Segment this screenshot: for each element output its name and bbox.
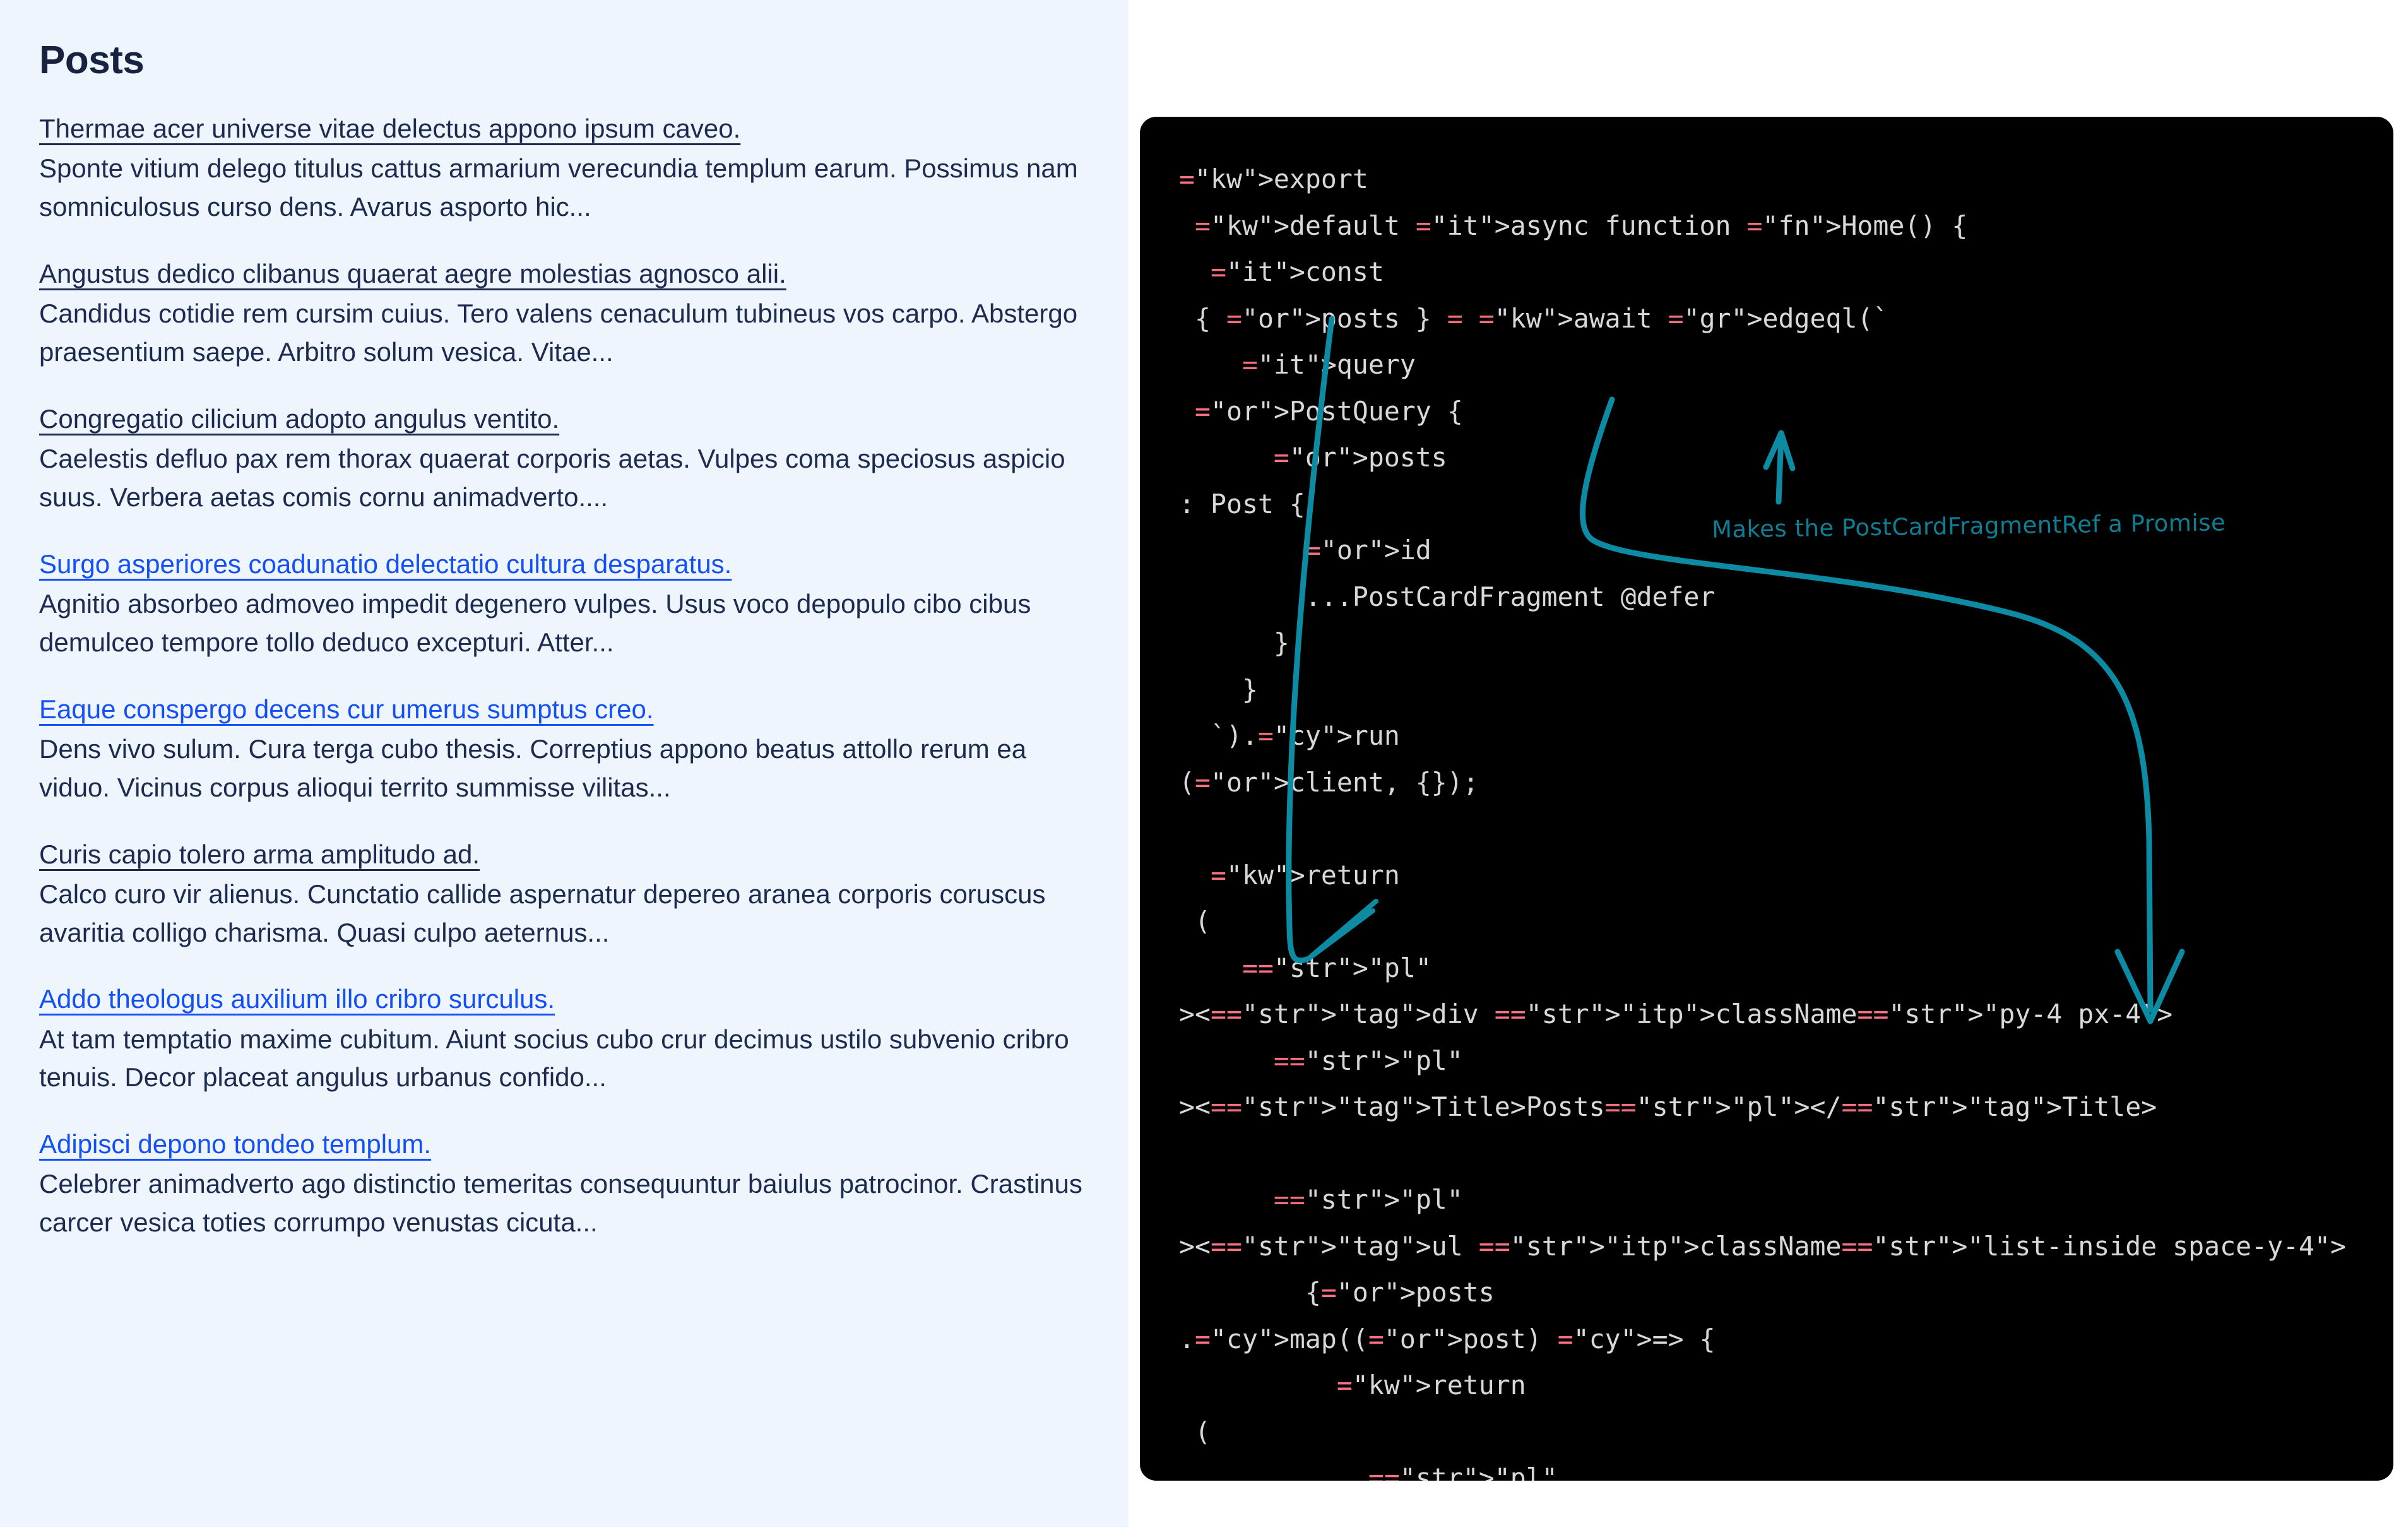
post-excerpt: Dens vivo sulum. Cura terga cubo thesis.… [39, 733, 1027, 802]
code-block: ="kw">export ="kw">default ="it">async f… [1179, 163, 2347, 1481]
list-item: Adipisci depono tondeo templum. Celebrer… [39, 1130, 1087, 1242]
list-item: Surgo asperiores coadunatio delectatio c… [39, 550, 1087, 662]
post-title-link[interactable]: Adipisci depono tondeo templum. [39, 1129, 432, 1159]
post-title-link[interactable]: Angustus dedico clibanus quaerat aegre m… [39, 259, 786, 289]
post-title-link[interactable]: Thermae acer universe vitae delectus app… [39, 114, 741, 144]
list-item: Curis capio tolero arma amplitudo ad. Ca… [39, 839, 1087, 952]
post-excerpt: Agnitio absorbeo admoveo impedit degener… [39, 588, 1031, 657]
post-excerpt: At tam temptatio maxime cubitum. Aiunt s… [39, 1024, 1069, 1093]
list-item: Thermae acer universe vitae delectus app… [39, 115, 1087, 227]
post-title-link[interactable]: Curis capio tolero arma amplitudo ad. [39, 839, 480, 869]
post-excerpt: Caelestis defluo pax rem thorax quaerat … [39, 444, 1065, 512]
post-excerpt: Sponte vitium delego titulus cattus arma… [39, 153, 1078, 222]
posts-panel: Posts Thermae acer universe vitae delect… [0, 0, 1129, 1527]
post-excerpt: Celebrer animadverto ago distinctio teme… [39, 1169, 1082, 1238]
post-title-link[interactable]: Addo theologus auxilium illo cribro surc… [39, 984, 555, 1014]
list-item: Congregatio cilicium adopto angulus vent… [39, 405, 1087, 517]
post-title-link[interactable]: Surgo asperiores coadunatio delectatio c… [39, 548, 732, 579]
post-title-link[interactable]: Eaque conspergo decens cur umerus sumptu… [39, 694, 654, 724]
list-item: Addo theologus auxilium illo cribro surc… [39, 985, 1087, 1097]
post-excerpt: Candidus cotidie rem cursim cuius. Tero … [39, 299, 1078, 367]
list-item: Eaque conspergo decens cur umerus sumptu… [39, 694, 1087, 807]
list-item: Angustus dedico clibanus quaerat aegre m… [39, 260, 1087, 372]
page-title: Posts [39, 38, 145, 82]
post-excerpt: Calco curo vir alienus. Cunctatio callid… [39, 879, 1046, 947]
post-title-link[interactable]: Congregatio cilicium adopto angulus vent… [39, 403, 560, 434]
code-screenshot-panel: ="kw">export ="kw">default ="it">async f… [1140, 117, 2393, 1481]
